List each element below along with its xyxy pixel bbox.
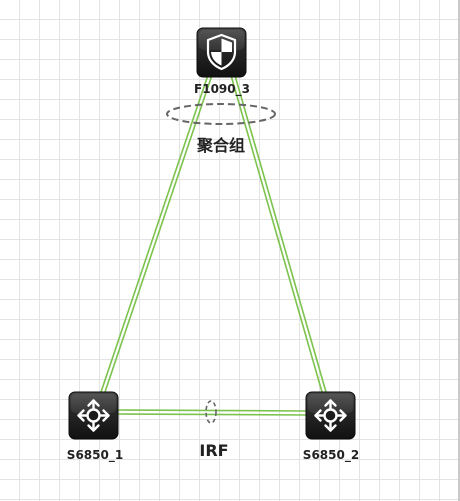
links (100, 71, 327, 416)
link-firewall-switch1-a[interactable] (100, 71, 210, 393)
device-switch2[interactable] (305, 391, 356, 440)
link-firewall-switch2-a[interactable] (229, 71, 323, 393)
device-switch1[interactable] (68, 391, 119, 440)
switch1-label: S6850_1 (67, 448, 123, 463)
link-irf-a[interactable] (116, 409, 307, 412)
switch-arrows-icon (314, 399, 347, 432)
shield-icon (206, 33, 237, 71)
irf-label: IRF (199, 441, 228, 460)
switch2-label: S6850_2 (303, 448, 359, 463)
link-firewall-switch2-b[interactable] (233, 71, 327, 393)
switch-arrows-icon (77, 399, 110, 432)
link-firewall-switch1-b[interactable] (104, 71, 214, 393)
device-firewall[interactable] (196, 27, 247, 78)
link-irf-b[interactable] (116, 413, 307, 416)
canvas-right-border (458, 0, 460, 501)
aggregation-group-label: 聚合组 (196, 136, 245, 155)
irf-ellipse[interactable] (205, 400, 217, 424)
firewall-label: F1090_3 (194, 82, 250, 97)
aggregation-group-ellipse[interactable] (166, 103, 276, 125)
